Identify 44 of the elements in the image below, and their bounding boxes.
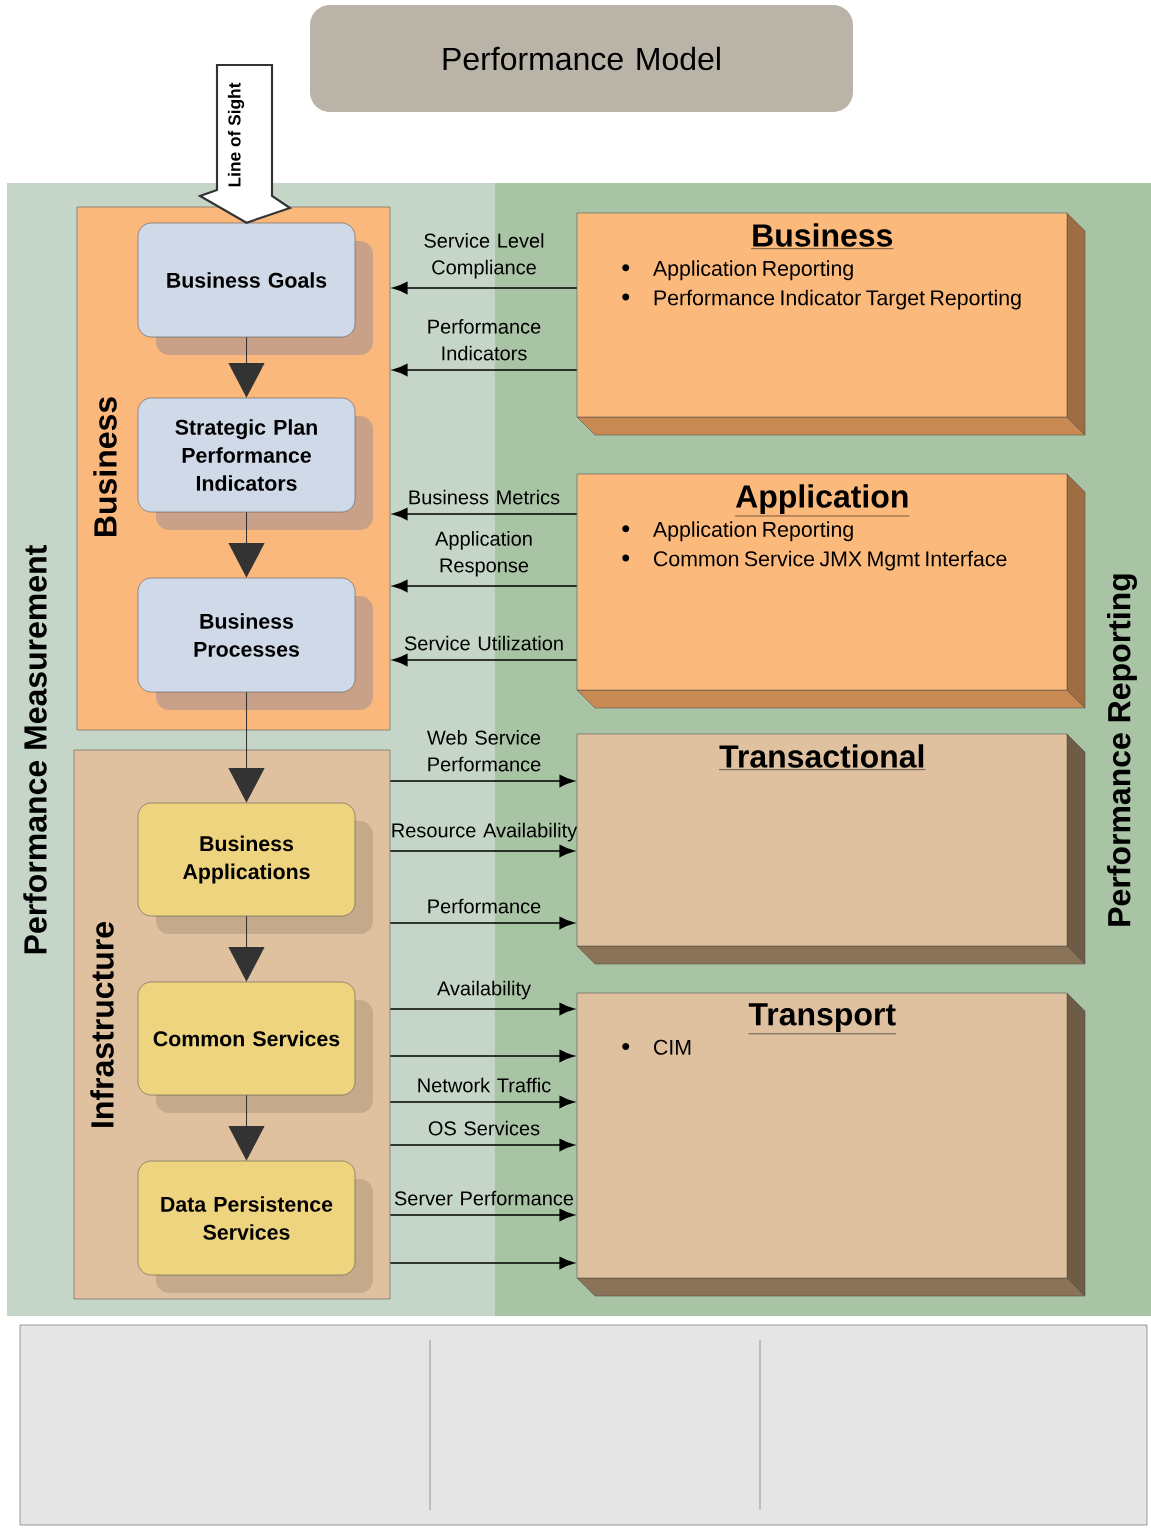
process-box: Business Goals bbox=[137, 222, 373, 355]
edge-label: Service Level Compliance bbox=[424, 233, 544, 279]
edge-label: Business Metrics bbox=[409, 489, 560, 505]
info-box: Transport CIM bbox=[576, 992, 1086, 1297]
process-box: Business Processes bbox=[137, 577, 373, 710]
arrow bbox=[392, 653, 578, 667]
arrow bbox=[228, 691, 265, 803]
arrow bbox=[392, 507, 578, 521]
arrow bbox=[389, 774, 575, 788]
process-box: Data Persistence Services bbox=[137, 1160, 373, 1293]
arrow bbox=[228, 915, 265, 982]
arrow bbox=[228, 511, 265, 578]
process-box: Business Applications bbox=[137, 802, 373, 934]
info-box: Business Application Reporting Performance Indicator Target Reporting bbox=[576, 212, 1086, 436]
arrow bbox=[392, 281, 578, 295]
arrow bbox=[389, 1002, 575, 1016]
arrow bbox=[389, 1095, 575, 1109]
edge-label: Performance bbox=[428, 898, 541, 914]
edge-label: Service Utilization bbox=[404, 635, 563, 651]
edge-label: OS Services bbox=[428, 1120, 540, 1136]
process-box: Strategic Plan Performance Indicators bbox=[137, 397, 373, 530]
arrow bbox=[392, 579, 578, 593]
title-box: Performance Model bbox=[310, 5, 853, 112]
edge-label: Server Performance bbox=[394, 1190, 574, 1206]
arrow bbox=[389, 844, 575, 858]
edge-label: Line of Sight bbox=[227, 82, 245, 187]
edge-label: Network Traffic bbox=[418, 1077, 551, 1093]
block-arrow bbox=[197, 63, 293, 224]
info-box: Application Application Reporting Common Service JMX Mgmt Interface bbox=[576, 473, 1086, 709]
arrow bbox=[389, 916, 575, 930]
edge-label: Performance Indicators bbox=[428, 319, 541, 361]
arrow bbox=[228, 336, 265, 398]
arrow bbox=[392, 363, 578, 377]
process-box: Common Services bbox=[137, 981, 373, 1113]
edge-label: Application Response bbox=[435, 531, 532, 577]
edge-label: Web Service Performance bbox=[427, 730, 541, 772]
edge-label: Resource Availability bbox=[392, 822, 578, 842]
edge-label: Availability bbox=[437, 980, 531, 1000]
info-box: Transactional bbox=[576, 733, 1086, 965]
arrow bbox=[389, 1256, 575, 1270]
arrow bbox=[389, 1138, 575, 1152]
arrow bbox=[228, 1094, 265, 1161]
arrow bbox=[389, 1208, 575, 1222]
arrow bbox=[389, 1049, 575, 1063]
